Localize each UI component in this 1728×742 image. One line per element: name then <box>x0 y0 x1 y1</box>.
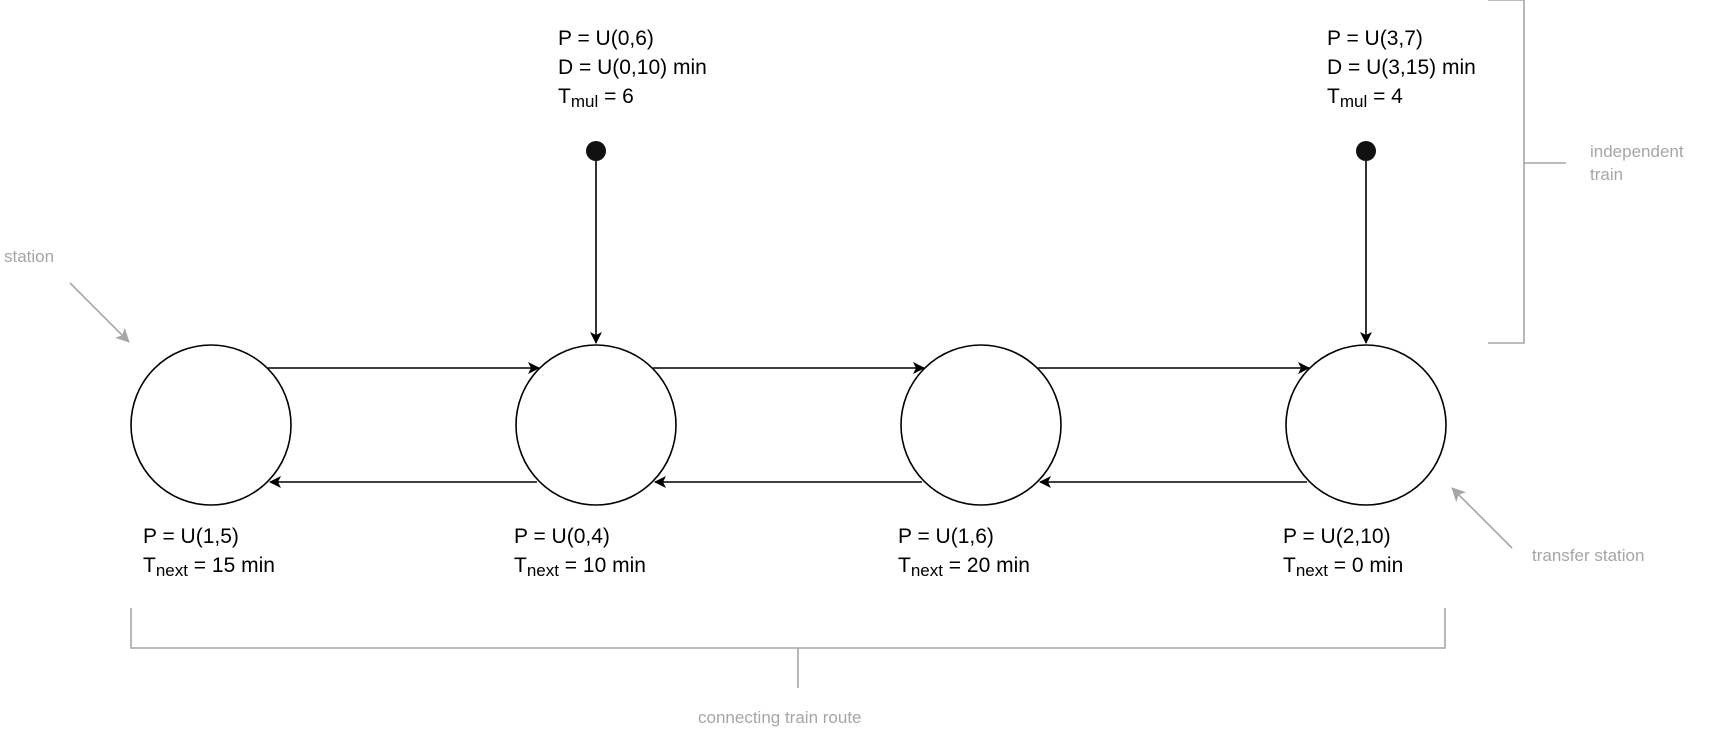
station-annotation: station <box>4 247 55 266</box>
station-2-tnext: Tnext = 10 min <box>514 554 646 580</box>
station-node-3 <box>900 344 1062 506</box>
transfer-station-pointer-arrow <box>1451 487 1513 549</box>
independent-train-label-1: P = U(0,6) D = U(0,10) min Tmul = 6 <box>558 24 707 111</box>
independent-train-2-p: P = U(3,7) <box>1327 27 1423 50</box>
independent-train-1-p: P = U(0,6) <box>558 27 654 50</box>
station-3-p: P = U(1,6) <box>898 525 994 548</box>
station-4-tnext: Tnext = 0 min <box>1283 554 1404 580</box>
station-4-p: P = U(2,10) <box>1283 525 1391 548</box>
station-1-p: P = U(1,5) <box>143 525 239 548</box>
station-node-1 <box>130 344 292 506</box>
independent-train-annotation: independent train <box>1590 140 1684 186</box>
station-node-2 <box>515 344 677 506</box>
independent-train-label-2: P = U(3,7) D = U(3,15) min Tmul = 4 <box>1327 24 1476 111</box>
station-label-1: P = U(1,5) Tnext = 15 min <box>143 522 275 580</box>
independent-train-1-d: D = U(0,10) min <box>558 56 707 79</box>
independent-train-1-tmul: Tmul = 6 <box>558 85 634 111</box>
independent-train-annotation-line2: train <box>1590 165 1624 184</box>
connecting-route-annotation: connecting train route <box>698 708 862 727</box>
station-pointer-arrow <box>69 282 130 343</box>
transfer-station-node <box>1285 344 1447 506</box>
station-1-tnext: Tnext = 15 min <box>143 554 275 580</box>
station-3-tnext: Tnext = 20 min <box>898 554 1030 580</box>
independent-train-2-tmul: Tmul = 4 <box>1327 85 1403 111</box>
independent-train-bracket <box>1488 0 1566 344</box>
independent-train-source-2 <box>1356 141 1376 161</box>
station-2-p: P = U(0,4) <box>514 525 610 548</box>
transfer-station-annotation: transfer station <box>1532 546 1645 565</box>
station-label-4: P = U(2,10) Tnext = 0 min <box>1283 522 1403 580</box>
station-label-2: P = U(0,4) Tnext = 10 min <box>514 522 646 580</box>
independent-train-2-d: D = U(3,15) min <box>1327 56 1476 79</box>
independent-train-source-1 <box>586 141 606 161</box>
independent-train-annotation-line1: independent <box>1590 142 1684 161</box>
connecting-route-bracket <box>130 608 1446 688</box>
station-label-3: P = U(1,6) Tnext = 20 min <box>898 522 1030 580</box>
